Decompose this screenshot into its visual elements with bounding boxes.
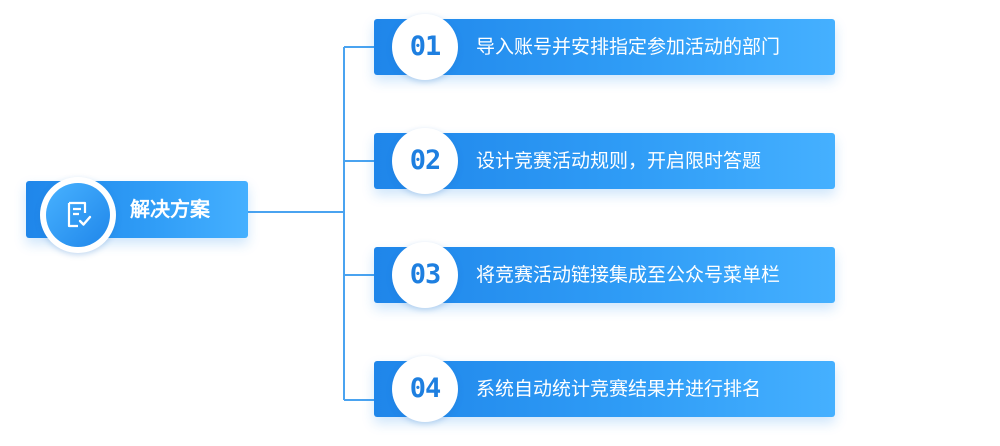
root-label: 解决方案 — [130, 197, 210, 221]
step-badge-1: 01 — [392, 14, 458, 80]
step-label-2: 设计竞赛活动规则，开启限时答题 — [476, 150, 762, 172]
step-number-2: 02 — [409, 145, 442, 176]
step-label-4: 系统自动统计竞赛结果并进行排名 — [476, 378, 762, 400]
root-icon-badge — [40, 177, 116, 253]
step-badge-4: 04 — [392, 356, 458, 422]
document-check-icon — [67, 201, 92, 228]
step-label-3: 将竞赛活动链接集成至公众号菜单栏 — [476, 264, 781, 286]
step-number-1: 01 — [409, 31, 442, 62]
step-label-1: 导入账号并安排指定参加活动的部门 — [476, 36, 781, 58]
step-badge-3: 03 — [392, 242, 458, 308]
step-badge-2: 02 — [392, 128, 458, 194]
step-number-3: 03 — [409, 259, 442, 290]
step-number-4: 04 — [409, 373, 442, 404]
